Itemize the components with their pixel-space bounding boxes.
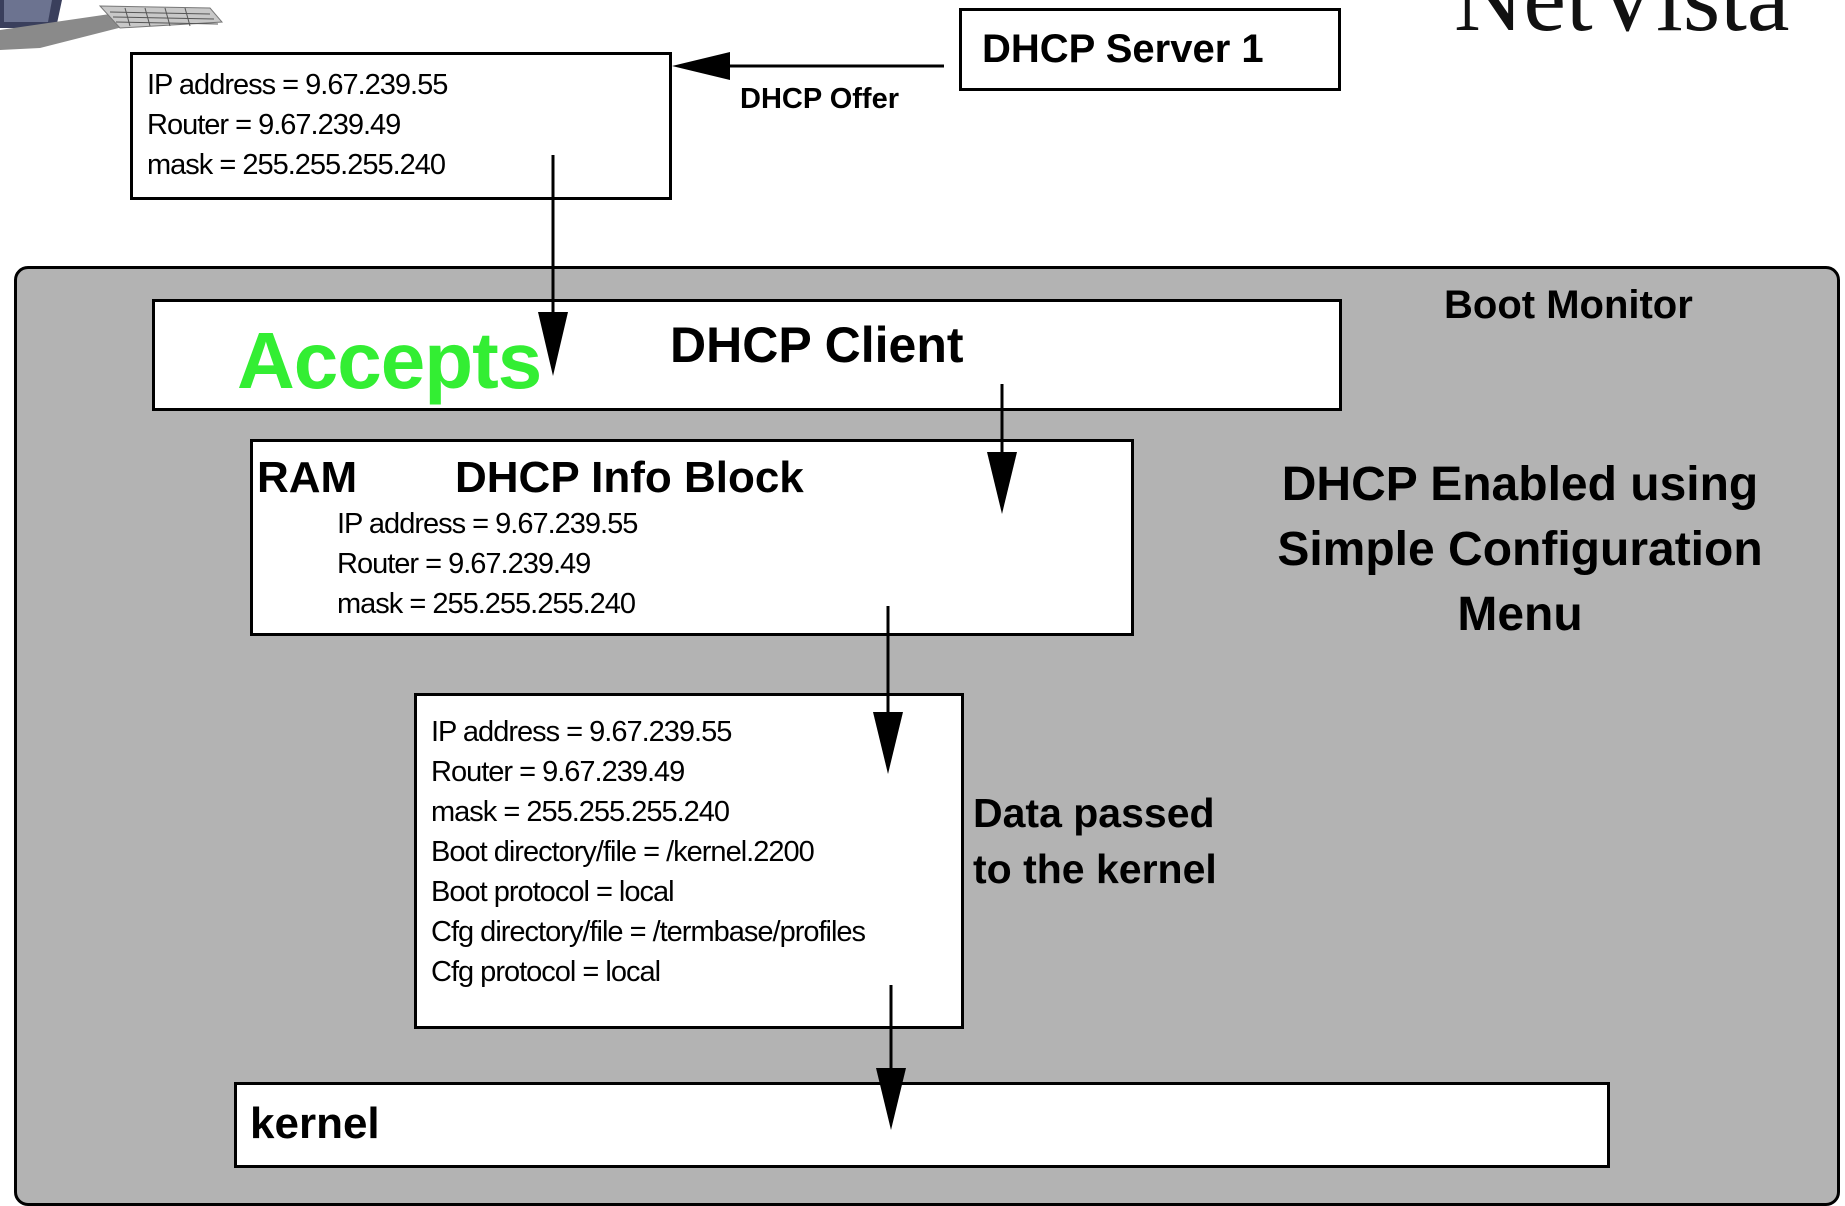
dhcp-client-box: Accepts DHCP Client xyxy=(152,299,1342,411)
kernel-data-line: Boot directory/file = /kernel.2200 xyxy=(431,836,815,868)
kernel-data-box: IP address = 9.67.239.55 Router = 9.67.2… xyxy=(414,693,964,1029)
info-arrowhead xyxy=(987,452,1017,514)
info-block-lines: IP address = 9.67.239.55 Router = 9.67.2… xyxy=(337,504,638,624)
kernel-arrowhead xyxy=(876,1068,906,1130)
offer-line: IP address = 9.67.239.55 xyxy=(147,69,448,101)
dhcp-client-label: DHCP Client xyxy=(670,317,964,373)
kernel-label: kernel xyxy=(250,1099,380,1148)
data-passed-caption: Data passed to the kernel xyxy=(973,790,1217,892)
data-arrowhead xyxy=(873,712,903,774)
kernel-data-line: IP address = 9.67.239.55 xyxy=(431,716,732,748)
dhcp-enabled-note: DHCP Enabled using Simple Configuration … xyxy=(1277,458,1763,641)
dhcp-info-block-title: DHCP Info Block xyxy=(455,453,804,502)
kernel-data-line: Boot protocol = local xyxy=(431,876,675,908)
kernel-data-line: Cfg protocol = local xyxy=(431,956,661,988)
offer-arrowhead xyxy=(672,52,730,80)
kernel-box: kernel xyxy=(234,1082,1610,1168)
accepts-label: Accepts xyxy=(237,316,542,405)
info-block-line: mask = 255.255.255.240 xyxy=(337,588,636,620)
offer-lines: IP address = 9.67.239.55 Router = 9.67.2… xyxy=(147,65,448,185)
boot-monitor-label: Boot Monitor xyxy=(1444,283,1693,327)
kernel-data-line: Router = 9.67.239.49 xyxy=(431,756,685,788)
dhcp-offer-box: IP address = 9.67.239.55 Router = 9.67.2… xyxy=(130,52,672,200)
ram-label: RAM xyxy=(257,453,358,502)
kernel-data-line: Cfg directory/file = /termbase/profiles xyxy=(431,916,866,948)
dhcp-server-box: DHCP Server 1 xyxy=(959,8,1341,91)
computer-monitor-icon xyxy=(0,0,224,50)
offer-line: mask = 255.255.255.240 xyxy=(147,149,446,181)
accept-arrowhead xyxy=(538,312,568,376)
info-block-line: Router = 9.67.239.49 xyxy=(337,548,591,580)
offer-line: Router = 9.67.239.49 xyxy=(147,109,401,141)
kernel-data-lines: IP address = 9.67.239.55 Router = 9.67.2… xyxy=(431,712,866,992)
dhcp-server-label: DHCP Server 1 xyxy=(982,27,1264,71)
dhcp-offer-label: DHCP Offer xyxy=(740,83,899,115)
kernel-data-line: mask = 255.255.255.240 xyxy=(431,796,730,828)
netvista-logo: NetVista xyxy=(1454,0,1789,46)
info-block-line: IP address = 9.67.239.55 xyxy=(337,508,638,540)
dhcp-info-block-box: RAM DHCP Info Block IP address = 9.67.23… xyxy=(250,439,1134,636)
